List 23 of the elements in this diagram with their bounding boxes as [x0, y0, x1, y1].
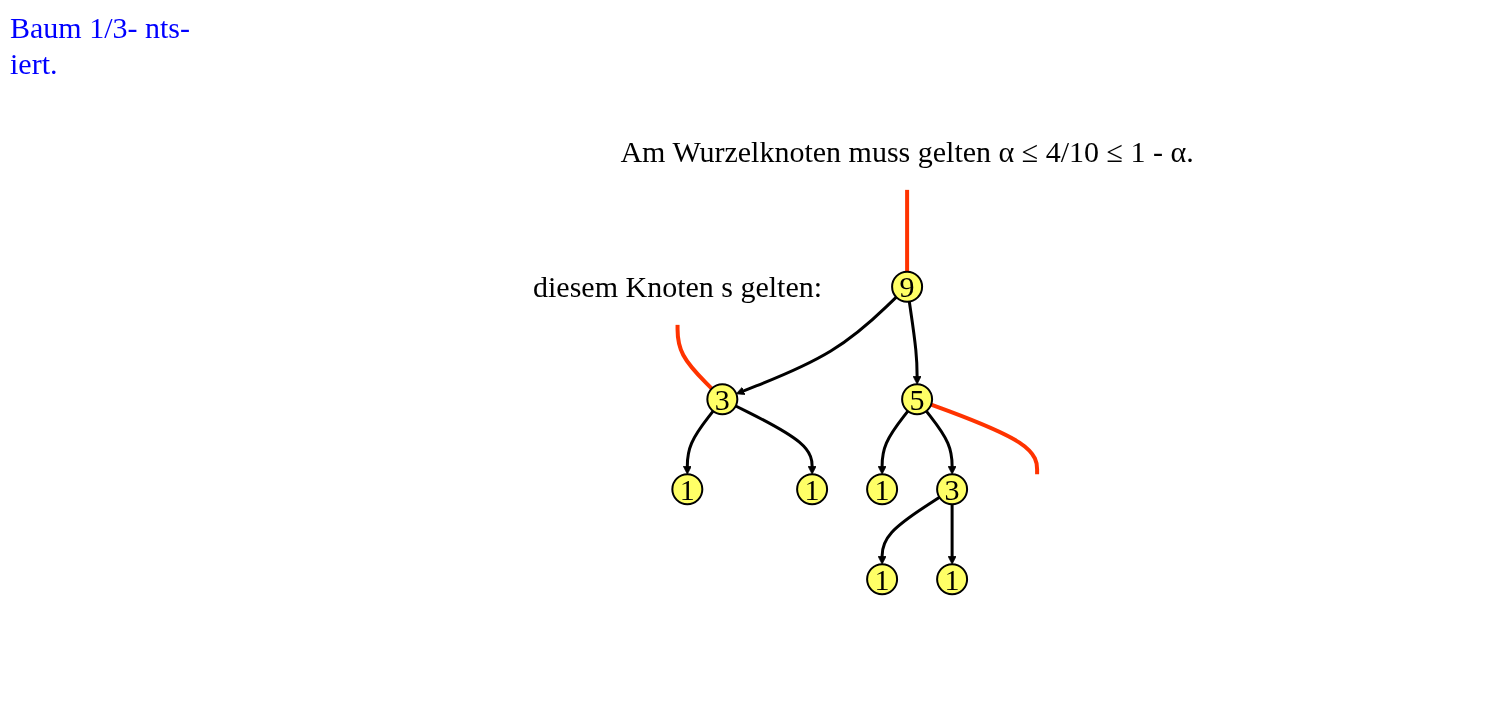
- node-circle: 5: [900, 383, 933, 416]
- arrow: [734, 404, 817, 475]
- note-text: Baum 1/3- nts- iert.: [10, 10, 191, 82]
- arrow: [924, 410, 957, 475]
- node-circle: 1: [865, 563, 898, 596]
- arrow: [682, 410, 714, 475]
- arrow: [907, 301, 922, 385]
- node-circle: 1: [935, 563, 968, 596]
- node-circle: 1: [865, 473, 898, 506]
- arrow: [877, 410, 909, 475]
- node-circle: 3: [935, 473, 968, 506]
- node-circle: 1: [670, 473, 703, 506]
- arrow: [877, 496, 940, 565]
- connector: [930, 402, 1039, 475]
- node-circle: 1: [795, 473, 828, 506]
- node-circle: 3: [705, 383, 738, 416]
- node-text: Am Wurzelknoten muss gelten α ≤ 4/10 ≤ 1 - α.: [620, 135, 1194, 169]
- node-circle: 9: [890, 270, 923, 303]
- connector: [904, 189, 909, 272]
- node-text: diesem Knoten s gelten:: [532, 270, 822, 304]
- arrow: [947, 504, 957, 565]
- connector: [675, 324, 713, 391]
- arrow: [735, 296, 897, 395]
